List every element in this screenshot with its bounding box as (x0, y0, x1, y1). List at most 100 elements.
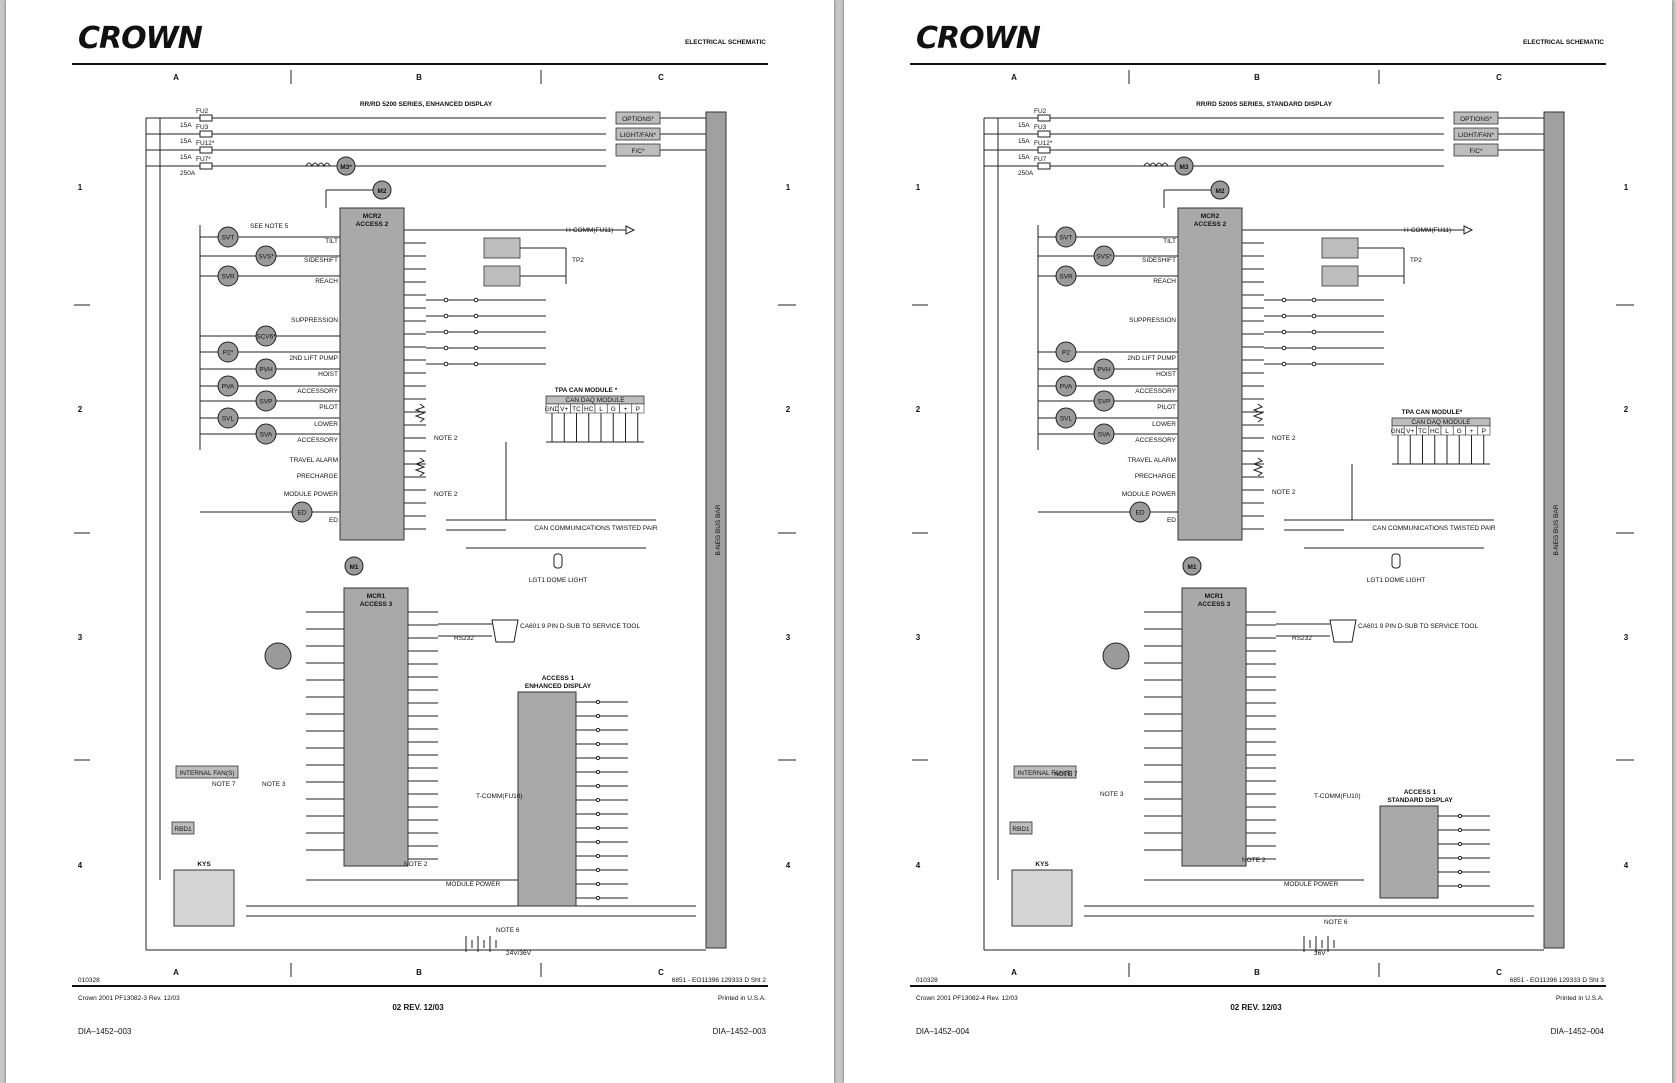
fuse-rating: 15A (1018, 122, 1030, 129)
function-label: HOIST (1156, 371, 1176, 378)
header-title: ELECTRICAL SCHEMATIC (685, 39, 766, 46)
controller-mcr1 (1181, 587, 1247, 867)
can-daq-pin: V+ (560, 406, 568, 413)
internal-fan-label: INTERNAL FAN(S) (179, 770, 234, 777)
note-label: NOTE 2 (1272, 435, 1296, 442)
can-daq-pin: GND (1391, 428, 1406, 435)
solenoid-coil-icon (1055, 265, 1077, 287)
note-label: NOTE 2 (1272, 489, 1296, 496)
function-label: PILOT (1157, 404, 1176, 411)
note-label: NOTE 2 (434, 491, 458, 498)
can-daq-pin: + (1470, 428, 1474, 435)
fuse-rating: 15A (180, 154, 192, 161)
h-comm-label: H-COMM(FU11) (566, 227, 613, 234)
key-switch-label: KYS (197, 861, 211, 868)
fuse-label: FU7* (196, 156, 211, 163)
note-label: SEE NOTE 5 (250, 223, 289, 230)
solenoid-coil-icon (217, 375, 239, 397)
motor-m2-icon (372, 180, 392, 200)
dome-light-icon (1391, 553, 1401, 569)
rbd1-label: RBD1 (1012, 826, 1030, 833)
tp2-label: TP2 (572, 257, 584, 264)
function-label: SUPPRESSION (291, 317, 338, 324)
motor-m3-label: M3 (1179, 164, 1188, 171)
function-label: PILOT (319, 404, 338, 411)
rs-sensor-module (1321, 237, 1359, 259)
solenoid-coil-label: PVA (1060, 384, 1073, 391)
fuse-label: FU2 (196, 108, 209, 115)
row-label-right: 4 (786, 861, 791, 870)
fuse-label: FU12* (1034, 140, 1053, 147)
crown-logo: CROWN (78, 21, 203, 56)
controller-mcr1-name: MCR1 (367, 593, 386, 600)
controller-mcr2-label: ACCESS 2 (356, 221, 389, 228)
row-label-left: 1 (78, 183, 83, 192)
column-label-top: C (1496, 73, 1502, 82)
option-box (1453, 127, 1499, 141)
h-comm-label: H-COMM(FU11) (1404, 227, 1451, 234)
solenoid-coil-label: ED (1135, 510, 1144, 517)
option-box-label: F/C* (1470, 148, 1483, 155)
row-label-right: 3 (1624, 633, 1629, 642)
column-label-top: A (1011, 73, 1017, 82)
solenoid-coil-icon (1055, 375, 1077, 397)
function-label: 2ND LIFT PUMP (1127, 355, 1176, 362)
solenoid-coil-label: SVT (222, 235, 235, 242)
solenoid-coil-label: P2 (1062, 350, 1070, 357)
can-daq-pin: V+ (1406, 428, 1414, 435)
solenoid-coil-icon (255, 245, 277, 267)
dome-light-icon (553, 553, 563, 569)
column-label-bottom: C (1496, 968, 1502, 977)
dia-number-right: DIA–1452–003 (713, 1027, 767, 1036)
function-label: SIDESHIFT (1142, 257, 1176, 264)
rbd1-label: RBD1 (174, 826, 192, 833)
row-label-left: 4 (916, 861, 921, 870)
row-label-right: 1 (786, 183, 791, 192)
fuse-icon (1037, 114, 1051, 122)
footer-center: 02 REV. 12/03 (392, 1003, 444, 1012)
fuse-label: FU2 (1034, 108, 1047, 115)
tp2-label: TP2 (1410, 257, 1422, 264)
controller-mcr1 (343, 587, 409, 867)
tpa-module-title: TPA CAN MODULE * (555, 387, 618, 394)
diagram-title: RR/RD 5200S SERIES, STANDARD DISPLAY (1196, 101, 1332, 108)
key-switch (1011, 869, 1073, 927)
can-daq-pin: L (599, 406, 603, 413)
internal-fan-box (175, 765, 239, 779)
solenoid-coil-icon (255, 325, 277, 347)
solenoid-coil-icon (1093, 423, 1115, 445)
fuse-rating: 15A (1018, 154, 1030, 161)
can-daq-pin: G (1457, 428, 1462, 435)
brake-coil-icon (1102, 642, 1130, 670)
solenoid-coil-label: SVS* (258, 254, 274, 261)
bus-bar-label: B-NEG BUS BAR (1553, 504, 1560, 555)
bus-bar (705, 111, 727, 949)
display-module (1379, 805, 1439, 899)
diagram-title: RR/RD 5200 SERIES, ENHANCED DISPLAY (360, 101, 493, 108)
note-label: NOTE 3 (1100, 791, 1124, 798)
row-label-left: 4 (78, 861, 83, 870)
solenoid-coil-label: SVA (1098, 432, 1111, 439)
fs-sensor-module (483, 265, 521, 287)
row-label-right: 3 (786, 633, 791, 642)
note-label: NOTE 6 (1324, 919, 1348, 926)
can-daq-pin: P (1482, 428, 1486, 435)
column-label-bottom: A (173, 968, 179, 977)
can-daq-module-label: CAN DAQ MODULE (565, 397, 625, 404)
can-comm-label: CAN COMMUNICATIONS TWISTED PAIR (534, 525, 657, 532)
function-label: TRAVEL ALARM (1128, 457, 1176, 464)
row-label-left: 2 (78, 405, 83, 414)
solenoid-coil-label: SVP (1097, 399, 1110, 406)
battery-voltage-label: 36V (1314, 950, 1326, 957)
solenoid-coil-label: SVR (1059, 274, 1073, 281)
can-daq-pin: P (636, 406, 640, 413)
footer-ref: 6851 - EO11396 129333 D Sht 2 (672, 977, 767, 984)
solenoid-coil-label: SVR (221, 274, 235, 281)
solenoid-coil-label: PVA (222, 384, 235, 391)
fuse-rating: 15A (1018, 138, 1030, 145)
footer-code: 010328 (78, 977, 100, 984)
can-daq-pin: + (624, 406, 628, 413)
motor-m1-icon (344, 556, 364, 576)
solenoid-coil-icon (255, 390, 277, 412)
display-module (517, 691, 577, 907)
